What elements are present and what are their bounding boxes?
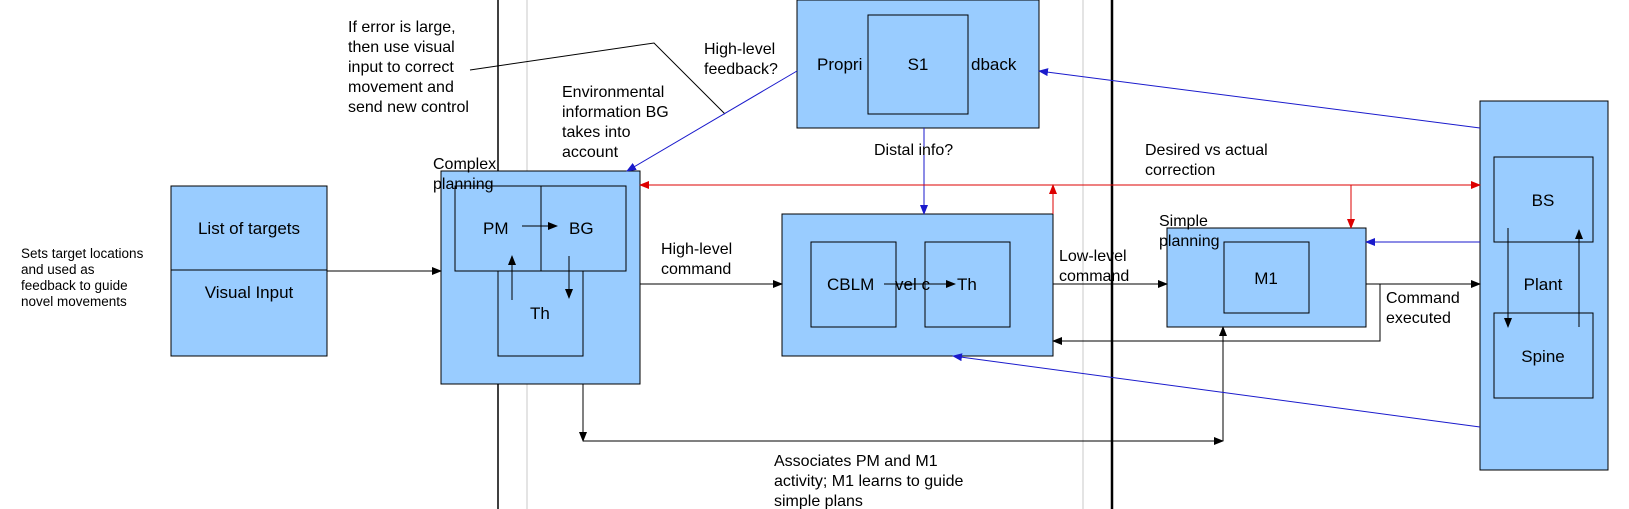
list-of-targets-label: List of targets	[198, 219, 300, 238]
annotation-line: command	[1059, 268, 1129, 285]
error-callout-line	[469, 42, 726, 115]
annotation-line: account	[562, 144, 619, 161]
simple-planning-line: planning	[1159, 233, 1220, 250]
plant-to-cerebellum-arrow	[952, 353, 1481, 428]
cblm-label: CBLM	[827, 275, 874, 294]
complex-planning-line: Complex	[433, 156, 496, 173]
plant-to-proprioception-arrow	[1038, 68, 1481, 129]
annotation-line: Sets target locations	[21, 246, 144, 261]
annotation-line: information BG	[562, 104, 669, 121]
m1-inner-box	[1223, 241, 1310, 314]
desired-vs-actual-annotation: Desired vs actual correction	[1145, 142, 1272, 179]
environmental-annotation: Environmental information BG takes into …	[562, 84, 673, 161]
th-cblm-label: Th	[957, 275, 977, 294]
annotation-line: movement and	[348, 79, 454, 96]
annotation-line: feedback?	[704, 61, 778, 78]
annotation-line: Desired vs actual	[1145, 142, 1268, 159]
pm-label: PM	[483, 219, 509, 238]
s1-label: S1	[908, 55, 929, 74]
s1-inner-box	[867, 14, 969, 115]
distal-info-annotation: Distal info?	[874, 142, 953, 159]
annotation-line: Associates PM and M1	[774, 453, 938, 470]
annotation-line: feedback to guide	[21, 278, 128, 293]
annotation-line: correction	[1145, 162, 1215, 179]
annotation-line: send new control	[348, 99, 469, 116]
annotation-line: Low-level	[1059, 248, 1127, 265]
annotation-line: command	[661, 261, 731, 278]
high-level-feedback-arrow	[626, 70, 798, 172]
annotation-line: Environmental	[562, 84, 664, 101]
cblm-inner-box	[810, 241, 897, 328]
simple-planning-label: Simple planning	[1159, 213, 1220, 250]
if-error-annotation: If error is large, then use visual input…	[348, 19, 469, 116]
annotation-line: activity; M1 learns to guide	[774, 473, 964, 490]
bg-label: BG	[569, 219, 594, 238]
bs-inner-box	[1493, 156, 1594, 243]
annotation-line: then use visual	[348, 39, 455, 56]
annotation-line: simple plans	[774, 493, 863, 509]
high-level-command-annotation: High-level command	[661, 241, 737, 278]
simple-planning-line: Simple	[1159, 213, 1208, 230]
annotation-line: Command	[1386, 290, 1460, 307]
visual-input-block	[170, 185, 328, 357]
bs-label: BS	[1532, 191, 1555, 210]
spine-label: Spine	[1521, 347, 1564, 366]
annotation-line: High-level	[704, 41, 775, 58]
command-executed-annotation: Command executed	[1386, 290, 1464, 327]
proprioceptive-left-label: Propri	[817, 55, 862, 74]
visual-input-label: Visual Input	[205, 283, 294, 302]
command-executed-arrow	[1052, 284, 1381, 345]
complex-planning-line: planning	[433, 176, 494, 193]
plant-label: Plant	[1524, 275, 1563, 294]
annotation-line: input to correct	[348, 59, 454, 76]
annotation-line: novel movements	[21, 294, 127, 309]
annotation-line: and used as	[21, 262, 95, 277]
th-planning-outline	[497, 271, 584, 357]
m1-label: M1	[1254, 269, 1278, 288]
th-planning-label: Th	[530, 304, 550, 323]
low-level-command-annotation: Low-level command	[1059, 248, 1131, 285]
annotation-line: If error is large,	[348, 19, 456, 36]
sets-target-annotation: Sets target locations and used as feedba…	[21, 246, 147, 309]
high-level-feedback-annotation: High-level feedback?	[704, 41, 780, 78]
annotation-line: High-level	[661, 241, 732, 258]
annotation-line: takes into	[562, 124, 631, 141]
associates-annotation: Associates PM and M1 activity; M1 learns…	[774, 453, 968, 509]
complex-planning-label: Complex planning	[433, 156, 501, 193]
proprioceptive-right-label: dback	[971, 55, 1017, 74]
annotation-line: executed	[1386, 310, 1451, 327]
